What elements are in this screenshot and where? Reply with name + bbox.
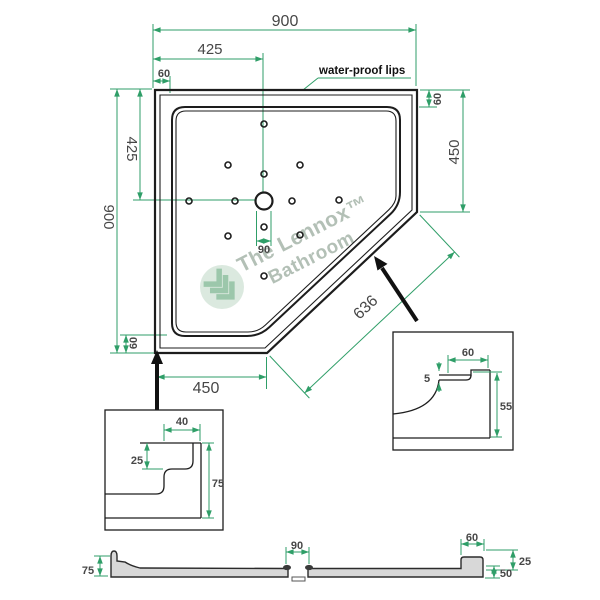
- corner-profile: [105, 442, 202, 519]
- dim-lip-right: 60: [432, 93, 444, 105]
- section-dimensions: [94, 539, 518, 579]
- dim-section-left-height: 75: [82, 565, 94, 577]
- dim-right-edge: 450: [446, 139, 463, 164]
- dim-bottom-edge: 450: [193, 380, 220, 397]
- tray-lip-edge: [159, 94, 413, 349]
- dim-total-height: 75: [212, 478, 224, 490]
- jet-hole: [185, 197, 193, 205]
- corner-detail-arrow-icon: [151, 350, 163, 364]
- section-profile-right: [307, 556, 484, 578]
- waterproof-lip-label: water-proof lips: [318, 65, 405, 77]
- jet-hole: [296, 161, 304, 169]
- edge-detail-frame: [392, 331, 514, 451]
- jet-hole: [224, 232, 232, 240]
- drain-flange-left: [283, 564, 291, 571]
- basin-outer-edge: [171, 106, 401, 337]
- dim-overall-height: 900: [100, 204, 117, 229]
- dim-section-rim-width: 60: [466, 532, 478, 544]
- tray-outline: [153, 88, 419, 355]
- dim-section-rim-height: 25: [519, 556, 531, 568]
- dim-lip-top: 60: [158, 68, 170, 80]
- jet-hole: [288, 197, 296, 205]
- dim-center-from-left: 425: [197, 41, 222, 58]
- dim-lip-bottom: 60: [128, 337, 140, 349]
- jet-hole: [260, 272, 268, 280]
- jet-hole: [231, 197, 239, 205]
- section-profile: [110, 550, 484, 582]
- basin-inner-edge: [175, 110, 397, 333]
- dim-step-height: 25: [131, 455, 143, 467]
- dim-lip-thickness: 5: [424, 373, 430, 385]
- plan-view: 900 425 60 water-proof lips 60 450 425 9…: [100, 13, 470, 399]
- plan-dimension-lines: [110, 24, 470, 399]
- logo-chevron-icon: [216, 281, 235, 300]
- jet-hole: [296, 231, 304, 239]
- dim-step-width: 40: [176, 416, 188, 428]
- logo-chevron-icon: [209, 274, 229, 294]
- jet-hole: [335, 196, 343, 204]
- lennox-logo: [200, 265, 244, 309]
- tray-outer-edge: [153, 88, 419, 355]
- drain-and-jets: [185, 120, 343, 280]
- dim-edge-height: 55: [500, 401, 512, 413]
- edge-detail-arrow-shaft: [380, 266, 419, 323]
- corner-detail-box: 40 25 75: [104, 409, 224, 531]
- jet-hole: [260, 170, 268, 178]
- jet-hole: [224, 161, 232, 169]
- drain-hole: [254, 191, 274, 211]
- corner-detail-frame: [104, 409, 224, 531]
- dim-center-from-top: 425: [123, 136, 140, 161]
- dim-section-edge-height: 50: [500, 568, 512, 580]
- section-view: 75 90 60 25 50: [82, 532, 531, 582]
- corner-detail-dimensions: [142, 424, 214, 519]
- dim-section-drain-width: 90: [291, 540, 303, 552]
- edge-detail-dimensions: [436, 355, 502, 438]
- dim-drain-offset: 90: [258, 244, 270, 256]
- section-profile-left: [110, 550, 289, 578]
- jet-hole: [260, 120, 268, 128]
- detail-callout-arrows: [151, 256, 419, 410]
- dim-rim-width: 60: [462, 347, 474, 359]
- drain-flange-right: [305, 564, 313, 571]
- logo-chevron-icon: [203, 268, 222, 287]
- edge-detail-arrow-icon: [374, 256, 388, 271]
- drain-fitting: [291, 576, 306, 582]
- edge-detail-box: 60 5 55: [392, 331, 514, 451]
- jet-hole: [260, 223, 268, 231]
- dim-overall-width: 900: [272, 13, 299, 30]
